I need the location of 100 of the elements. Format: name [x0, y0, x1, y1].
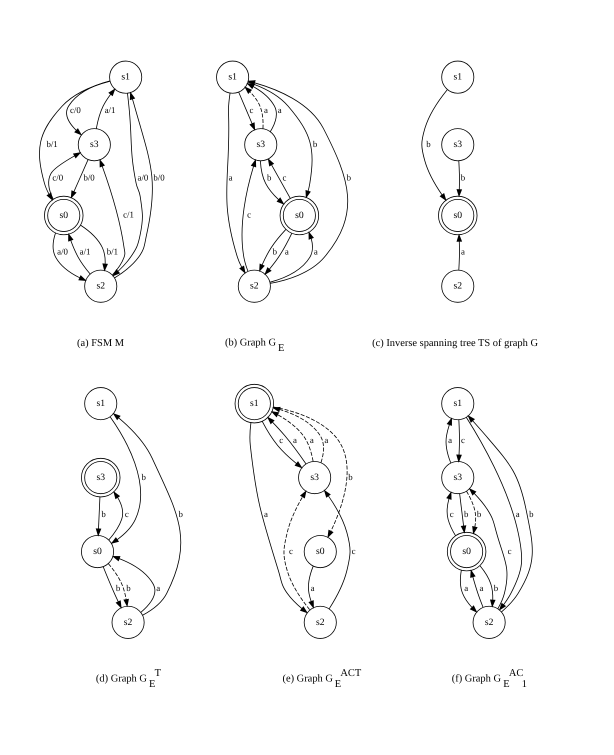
arrow — [108, 491, 124, 540]
node-circle: s1 — [441, 387, 474, 420]
edge-label: c — [247, 210, 252, 220]
node-circle: s0 — [438, 196, 478, 236]
edge-label: c — [288, 546, 293, 556]
node-circle: s2 — [238, 270, 271, 303]
node-circle: s3 — [81, 458, 120, 498]
edge-label: c — [250, 105, 254, 116]
arrow — [456, 234, 462, 270]
arrow — [102, 566, 122, 609]
arrow — [459, 493, 466, 534]
node-circle: s0 — [280, 196, 320, 236]
arrow — [114, 92, 153, 278]
edge-label: a — [156, 582, 160, 593]
edge-label: a — [516, 508, 520, 519]
edge-label: b — [266, 172, 272, 183]
edge-label: a — [264, 508, 268, 519]
edge-label: b — [116, 582, 120, 593]
node-circle: s2 — [441, 270, 474, 303]
arrow — [446, 417, 452, 464]
arrow — [242, 158, 256, 272]
arrow — [247, 80, 348, 284]
edge-label: b — [346, 172, 352, 183]
edge-label: c — [279, 434, 284, 445]
edge-label: b — [312, 138, 318, 149]
edge-label: a — [314, 246, 318, 257]
arrow — [264, 233, 292, 276]
arrow — [248, 82, 312, 198]
arrow — [468, 415, 533, 612]
arrow — [80, 224, 108, 272]
edge-label: c/1 — [123, 210, 134, 220]
edge-label: a — [228, 172, 233, 183]
edge-label: c/0 — [52, 172, 64, 183]
arrow — [112, 412, 182, 616]
edge-label: b/1 — [46, 138, 58, 149]
edge-label: b — [464, 508, 468, 519]
node-circle: s0 — [304, 535, 337, 568]
edge-label: a — [324, 434, 328, 445]
arrow — [470, 569, 484, 608]
arrow — [260, 160, 284, 205]
edge-label: a — [284, 246, 289, 257]
arrow — [262, 421, 303, 468]
edge-label: a — [448, 434, 452, 445]
edge-label: c — [282, 172, 286, 183]
edge-label: c — [352, 546, 356, 556]
arrow — [70, 159, 88, 199]
edge-label: b — [178, 508, 183, 519]
arrow — [284, 490, 310, 610]
arrow — [267, 416, 306, 464]
arrow — [324, 490, 350, 610]
edge-label: a/0 — [57, 246, 68, 257]
edge-label: c/0 — [70, 105, 81, 116]
arrow — [112, 556, 156, 613]
arrow — [48, 152, 82, 200]
node-circle: s0 — [446, 532, 486, 572]
arrow — [110, 416, 141, 544]
node-circle: s3 — [78, 128, 111, 162]
node-circle: s2 — [84, 270, 118, 303]
arrow — [39, 80, 110, 201]
arrow — [456, 160, 462, 198]
edge-label: a — [278, 105, 282, 116]
edge-label: a/0 — [138, 172, 148, 183]
label: (c) Inverse spanning tree TS of graph G — [372, 338, 538, 350]
node-circle: s0 — [81, 535, 114, 568]
node-circle: s3 — [298, 461, 332, 494]
edge-label: b — [460, 172, 466, 183]
edge-label: b — [272, 246, 278, 257]
arrow — [460, 570, 478, 613]
arrow — [244, 86, 264, 130]
node-circle: s2 — [304, 606, 337, 639]
edge-label: a — [264, 105, 268, 116]
edge-label: b/0 — [153, 172, 165, 183]
arrow — [308, 566, 314, 609]
node-circle: s1 — [84, 387, 118, 420]
arrow — [270, 411, 314, 462]
node-circle: s2 — [112, 606, 145, 639]
edge-label: c — [450, 508, 454, 519]
arrow — [446, 491, 456, 536]
edge-label: a — [292, 434, 297, 445]
node-circle: s1 — [216, 60, 250, 94]
arrow — [112, 92, 143, 277]
edge-label: a — [310, 434, 314, 445]
edge-label: b/0 — [83, 172, 95, 183]
arrow — [480, 566, 496, 608]
edge-label: b — [101, 508, 106, 519]
arrow — [52, 232, 87, 281]
arrow — [468, 488, 508, 610]
node-circle: s0 — [44, 196, 84, 236]
edge-label: b — [494, 582, 498, 593]
edge-label: b — [529, 508, 534, 519]
arrow — [466, 417, 522, 611]
edge-label: c — [508, 546, 512, 556]
edge-label: b — [142, 472, 146, 482]
arrow — [466, 490, 478, 535]
edge-label: c — [124, 508, 129, 519]
edge-label: a — [461, 246, 465, 257]
arrow — [272, 406, 324, 463]
node-circle: s1 — [441, 60, 474, 94]
arrow — [421, 89, 448, 202]
arrow — [66, 80, 110, 136]
